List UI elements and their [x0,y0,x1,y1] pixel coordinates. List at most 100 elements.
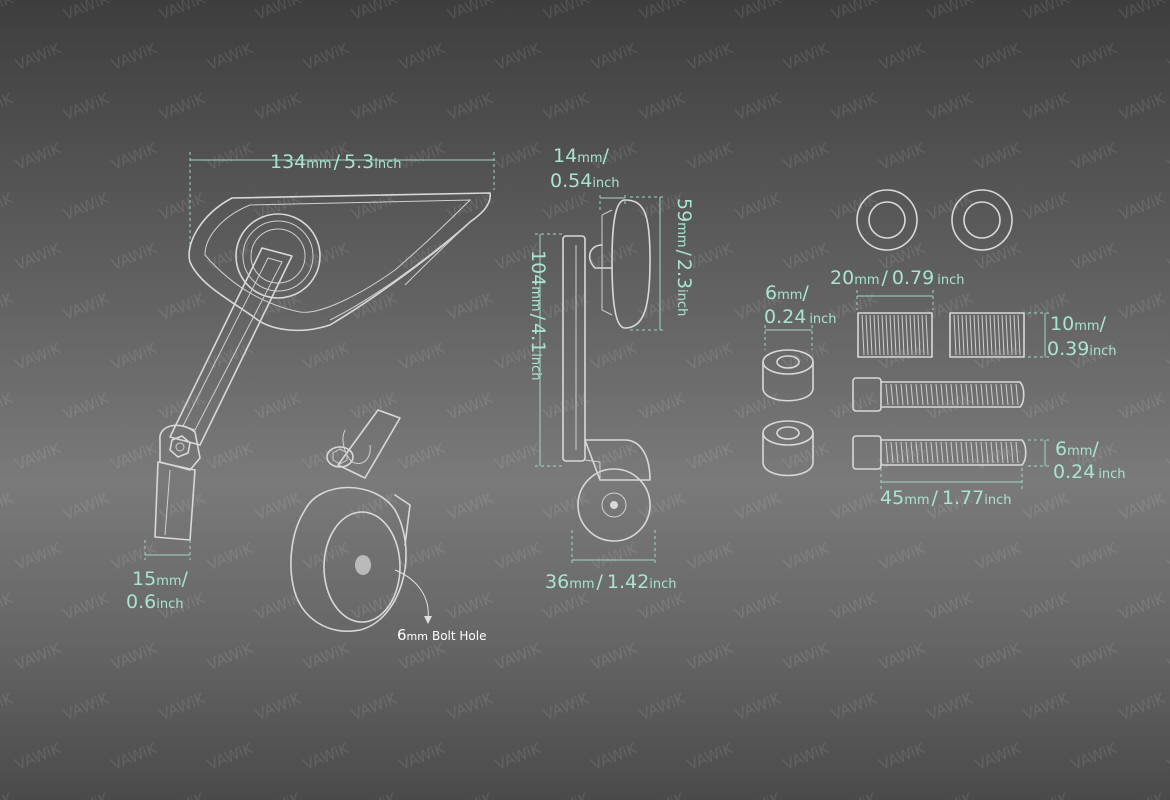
watermark-text: VAWiK [973,539,1025,574]
watermark-text: VAWiK [253,589,305,624]
thread-line [1005,441,1009,464]
thread-line [889,314,893,356]
clamp-detail-view [290,409,432,632]
watermark-text: VAWiK [637,689,689,724]
watermark-text: VAWiK [205,39,257,74]
watermark-text: VAWiK [445,689,497,724]
watermark-text: VAWiK [109,39,161,74]
watermark-text: VAWiK [349,89,401,124]
watermark-text: VAWiK [157,89,209,124]
thread-line [1000,441,1004,464]
watermark-text: VAWiK [61,289,113,324]
watermark-text: VAWiK [541,0,593,24]
watermark-text: VAWiK [493,39,545,74]
watermark-text: VAWiK [0,589,16,624]
thread-line [935,383,939,406]
watermark-text: VAWiK [493,539,545,574]
watermark-text: VAWiK [829,0,881,24]
label-spacer-dia-mm: 6mm/ [765,282,809,304]
label-bolt-len: 45mm/1.77inch [880,487,1011,509]
thread-line [985,314,989,356]
watermark-text: VAWiK [13,39,65,74]
thread-line [993,314,997,356]
thread-line [877,314,881,356]
thread-line [897,314,901,356]
watermark-text: VAWiK [61,789,113,800]
watermark-text: VAWiK [973,639,1025,674]
thread-line [925,314,929,356]
watermark-text: VAWiK [973,139,1025,174]
watermark-text: VAWiK [205,139,257,174]
watermark-text: VAWiK [493,639,545,674]
thread-line [869,314,873,356]
watermark-text: VAWiK [157,0,209,24]
watermark-text: VAWiK [13,439,65,474]
thread-line [917,314,921,356]
thread-line [1010,441,1014,464]
label-bolt-dia-mm: 6mm/ [1055,438,1099,460]
thread-line [950,383,954,406]
thread-line [915,441,919,464]
thread-line [890,441,894,464]
watermark-text: VAWiK [1069,739,1121,774]
watermark-text: VAWiK [685,639,737,674]
thread-line [1010,383,1014,406]
thread-line [965,314,969,356]
watermark-text: VAWiK [253,689,305,724]
watermark-text: VAWiK [973,39,1025,74]
watermark-text: VAWiK [781,739,833,774]
watermark-text: VAWiK [61,189,113,224]
watermark-text: VAWiK [877,139,929,174]
watermark-text: VAWiK [13,539,65,574]
watermark-text: VAWiK [253,89,305,124]
watermark-text: VAWiK [397,739,449,774]
watermark-text: VAWiK [733,789,785,800]
watermark-text: VAWiK [1165,439,1170,474]
thread-line [973,314,977,356]
watermark-text: VAWiK [685,539,737,574]
thread-line [975,441,979,464]
thread-line [895,441,899,464]
watermark-text: VAWiK [637,389,689,424]
thread-line [957,314,961,356]
thread-line [909,314,913,356]
thread-line [885,383,889,406]
watermark-text: VAWiK [1021,589,1073,624]
thread-line [893,314,897,356]
thread-line [1009,314,1013,356]
accessories [762,189,1027,477]
watermark-text: VAWiK [685,739,737,774]
dimension-lines [144,152,1050,565]
watermark-text: VAWiK [925,89,977,124]
watermark-text: VAWiK [1117,789,1169,800]
watermark-text: VAWiK [685,339,737,374]
watermark-text: VAWiK [1117,689,1169,724]
thread-line [950,441,954,464]
label-mirror-depth-inch: 0.54inch [550,170,620,192]
watermark-text: VAWiK [589,539,641,574]
thread-line [940,441,944,464]
watermark-text: VAWiK [925,589,977,624]
watermark-text: VAWiK [781,239,833,274]
watermark-text: VAWiK [637,789,689,800]
watermark-text: VAWiK [445,289,497,324]
watermark-text: VAWiK [733,389,785,424]
watermark-text: VAWiK [781,539,833,574]
watermark-text: VAWiK [1021,389,1073,424]
thread-line [961,314,965,356]
mirror-ball-joint [235,213,321,299]
thread-line [990,441,994,464]
watermark-text: VAWiK [589,339,641,374]
watermark-text: VAWiK [157,189,209,224]
thread-line [921,314,925,356]
watermark-text: VAWiK [925,689,977,724]
watermark-text: VAWiK [1165,339,1170,374]
watermark-text: VAWiK [637,0,689,24]
watermark-text: VAWiK [301,639,353,674]
thread-line [930,383,934,406]
bolt-long [852,435,1027,470]
label-stem-width-inch: 0.6inch [126,591,183,613]
watermark-text: VAWiK [877,639,929,674]
watermark-text: VAWiK [301,739,353,774]
